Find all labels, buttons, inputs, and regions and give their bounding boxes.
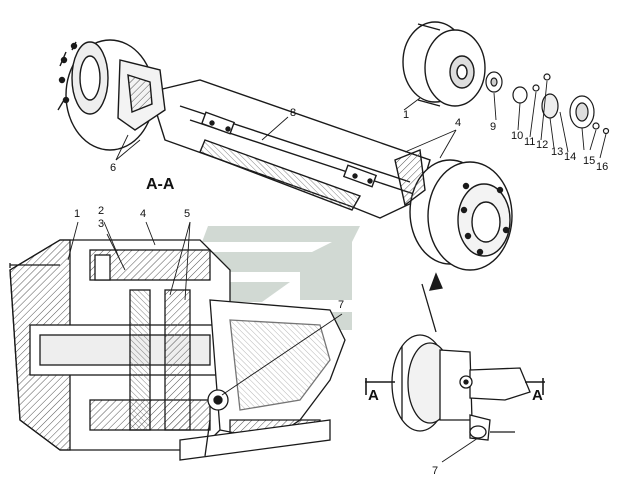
exploded-parts (485, 71, 610, 135)
callout-12: 12 (536, 139, 549, 151)
callout-14: 14 (564, 151, 577, 163)
part-10-nut (512, 86, 528, 104)
callout-4: 4 (140, 208, 147, 220)
callout-7-section: 7 (338, 299, 345, 311)
callout-6: 6 (110, 162, 117, 174)
callout-16: 16 (596, 161, 609, 173)
part-15-screw (592, 122, 600, 130)
leader-lines-section (67, 221, 343, 396)
cut-mark-right: A (532, 387, 543, 404)
section-title: A-A (146, 176, 175, 193)
callout-10: 10 (511, 130, 524, 142)
part-11-bolt (532, 84, 540, 92)
section-view (9, 239, 346, 461)
callout-13: 13 (551, 146, 564, 158)
callout-9: 9 (490, 121, 497, 133)
callout-15: 15 (583, 155, 596, 167)
axle-beam (149, 79, 431, 219)
right-wheel-hub (394, 149, 513, 271)
callout-3: 3 (98, 218, 105, 230)
callout-2: 2 (98, 205, 105, 217)
detail-view (365, 272, 545, 463)
brake-drum-upper-right (402, 21, 486, 107)
leader-lines-top (115, 80, 607, 161)
callout-5: 5 (184, 208, 191, 220)
cut-mark-left: A (368, 387, 379, 404)
callout-4-top: 4 (455, 117, 462, 129)
callout-7-detail: 7 (432, 465, 439, 477)
callout-8: 8 (290, 107, 297, 119)
part-11b-bolt (543, 73, 551, 81)
part-16-washer (602, 127, 610, 135)
callout-1-top: 1 (403, 109, 410, 121)
callout-11: 11 (524, 136, 536, 148)
left-wheel-hub (57, 39, 166, 151)
callout-1: 1 (74, 208, 81, 220)
